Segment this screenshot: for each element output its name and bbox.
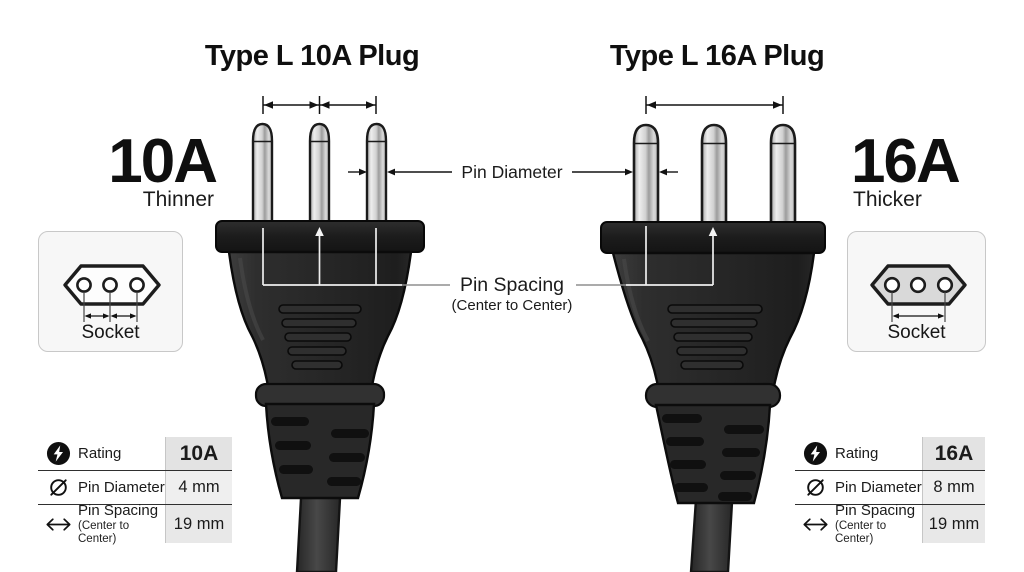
spec-row-pin-spacing: Pin Spacing (Center to Center) 19 mm xyxy=(795,501,985,546)
plug-16a-neck-grips xyxy=(662,414,764,501)
spec-value-pin-diameter: 8 mm xyxy=(922,471,985,504)
plug-10a-pins xyxy=(251,122,388,226)
spec-value-pin-spacing: 19 mm xyxy=(165,505,232,543)
spec-label-pin-spacing-sub: (Center to Center) xyxy=(78,519,130,546)
amp-note-thinner: Thinner xyxy=(142,188,214,211)
plug-10a-body-ribs xyxy=(278,304,362,370)
pin-spacing-dimension-16a-heads xyxy=(647,101,782,109)
pin-spacing-callout-right xyxy=(576,226,718,286)
socket-label-left: Socket xyxy=(81,322,140,343)
spec-label-rating: Rating xyxy=(835,444,879,462)
lightning-bolt-icon xyxy=(795,437,835,470)
spec-value-rating: 16A xyxy=(922,437,985,470)
socket-face-10a xyxy=(63,264,161,322)
socket-card-16a: Socket xyxy=(847,231,986,352)
title-10a-plug: Type L 10A Plug xyxy=(204,40,420,72)
spec-table-16a: Rating 16A Pin Diameter 8 mm Pin Spacing… xyxy=(795,437,985,546)
pin-spacing-label: Pin Spacing xyxy=(459,274,565,296)
pin-spacing-sublabel: (Center to Center) xyxy=(451,297,573,314)
spec-value-pin-diameter: 4 mm xyxy=(165,471,232,504)
plug-10a-neck xyxy=(264,402,376,500)
socket-label-right: Socket xyxy=(887,322,946,343)
spec-row-pin-diameter: Pin Diameter 4 mm xyxy=(38,470,232,504)
pin-spacing-dimension-10a xyxy=(262,96,377,114)
plug-16a-neck-ring xyxy=(644,382,782,409)
pin-spacing-callout-left xyxy=(262,227,450,286)
spec-row-pin-spacing: Pin Spacing (Center to Center) 19 mm xyxy=(38,501,232,546)
plug-10a-neck-grips xyxy=(271,417,369,486)
amp-rating-10a: 10A xyxy=(108,127,218,196)
plug-16a-pins xyxy=(632,123,797,226)
spec-row-rating: Rating 16A xyxy=(795,437,985,470)
spec-label-pin-spacing: Pin Spacing (Center to Center) xyxy=(78,501,165,546)
spec-label-pin-spacing-main: Pin Spacing xyxy=(835,501,916,519)
spec-label-pin-spacing-main: Pin Spacing xyxy=(78,501,159,519)
pin-spacing-dimension-16a xyxy=(645,96,784,114)
plug-10a-illustration xyxy=(215,122,425,572)
pin-spacing-dimension-10a-heads xyxy=(264,101,375,109)
spec-row-rating: Rating 10A xyxy=(38,437,232,470)
pin-diameter-label: Pin Diameter xyxy=(461,162,563,182)
spec-label-rating: Rating xyxy=(78,444,122,462)
socket-face-16a xyxy=(870,264,967,322)
spec-label-pin-diameter: Pin Diameter xyxy=(78,478,165,496)
amp-note-thicker: Thicker xyxy=(853,188,922,211)
diameter-symbol-icon xyxy=(795,471,835,504)
double-arrow-icon xyxy=(38,505,78,543)
spec-value-pin-spacing: 19 mm xyxy=(922,505,985,543)
double-arrow-icon xyxy=(795,505,835,543)
title-16a-plug: Type L 16A Plug xyxy=(609,40,825,72)
plug-16a-illustration xyxy=(600,123,826,572)
lightning-bolt-icon xyxy=(38,437,78,470)
spec-value-rating: 10A xyxy=(165,437,232,470)
spec-row-pin-diameter: Pin Diameter 8 mm xyxy=(795,470,985,504)
plug-16a-body-ribs xyxy=(667,304,763,370)
spec-label-pin-diameter: Pin Diameter xyxy=(835,478,922,496)
socket-card-10a: Socket xyxy=(38,231,183,352)
plug-10a-neck-ring xyxy=(254,382,386,408)
spec-label-pin-spacing-sub: (Center to Center) xyxy=(835,519,887,546)
spec-label-pin-spacing: Pin Spacing (Center to Center) xyxy=(835,501,922,546)
amp-rating-16a: 16A xyxy=(851,127,961,196)
diameter-symbol-icon xyxy=(38,471,78,504)
spec-table-10a: Rating 10A Pin Diameter 4 mm Pin Spacing… xyxy=(38,437,232,546)
pin-diameter-callout-lines xyxy=(348,168,678,176)
